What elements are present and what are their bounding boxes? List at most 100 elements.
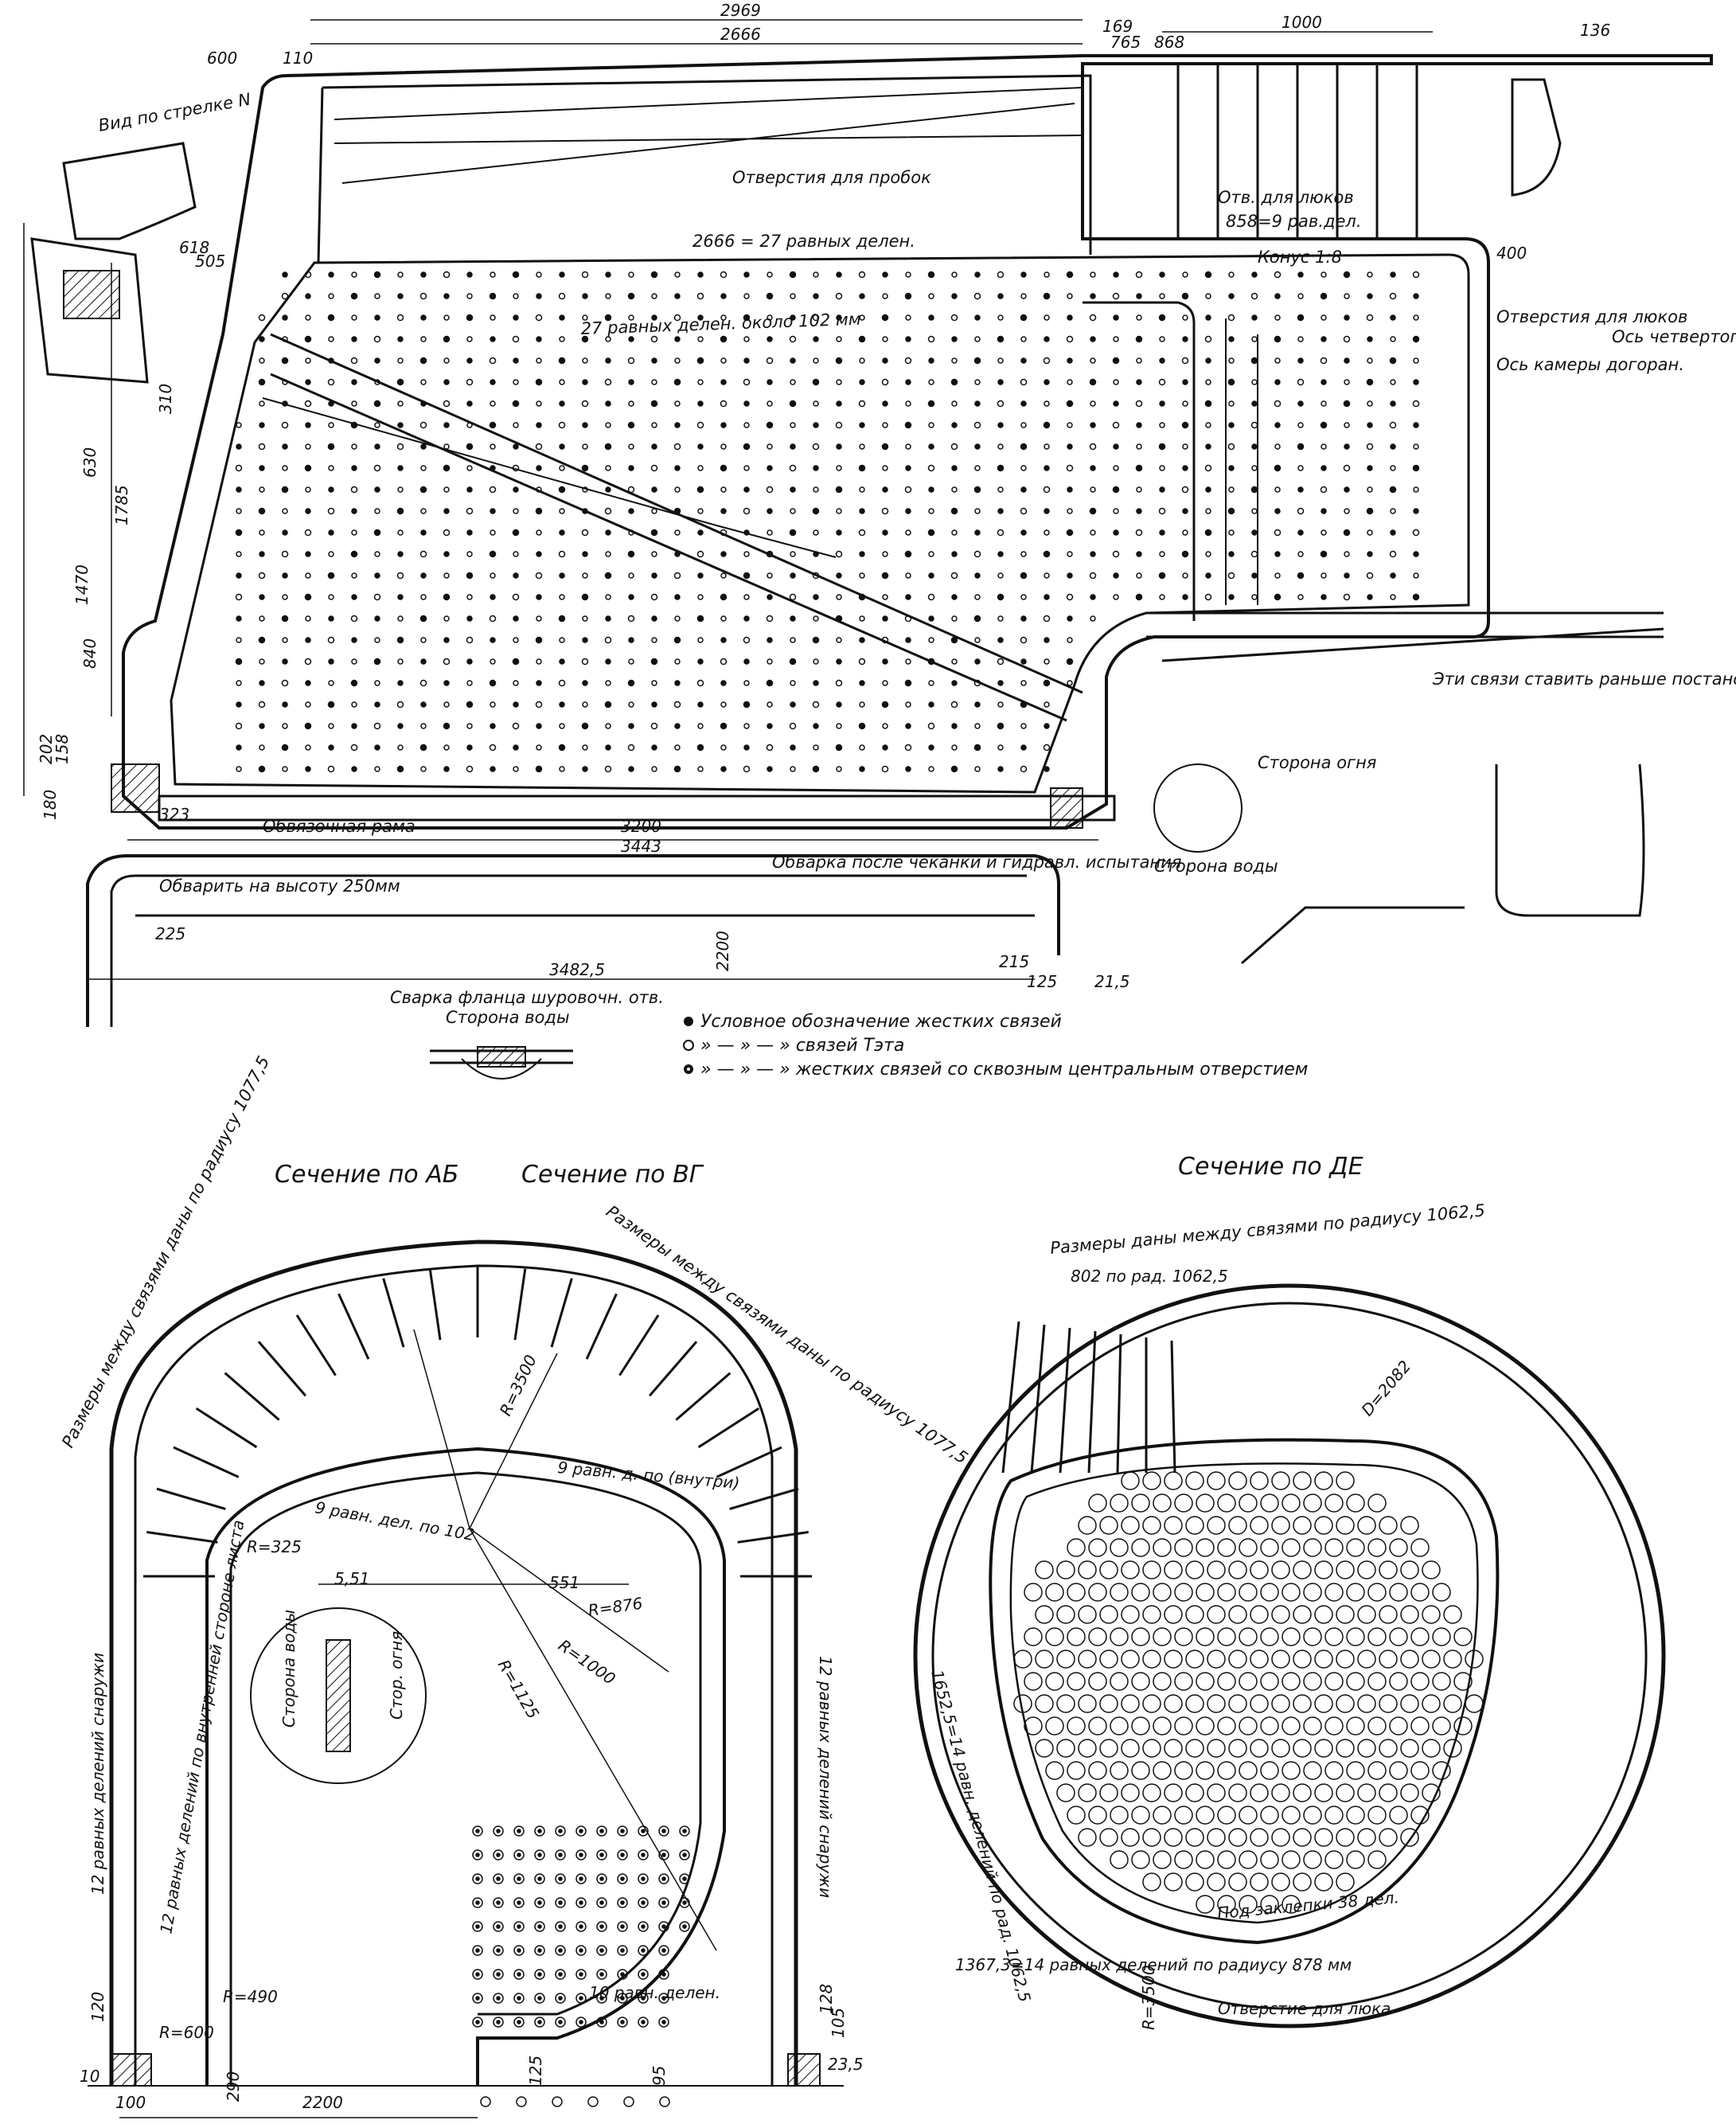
vg-label-r3500: R=3500	[496, 1352, 540, 1419]
section-ab-title: Сечение по АБ	[275, 1161, 458, 1189]
vg-label-551: 551	[549, 1573, 579, 1592]
ab-label-551: 5,51	[334, 1569, 370, 1588]
dim-2969: 2969	[720, 1, 761, 20]
de-label-manhole: Отверстие для люка	[1218, 1999, 1391, 2018]
legend-rigid-stays: Условное обозначение жестких связей	[700, 1012, 1062, 1032]
note-27-divisions: 2666 = 27 равных делен.	[692, 232, 915, 251]
note-manhole-openings: Отверстия для люков	[1496, 307, 1687, 326]
dim-bottom-105: 105	[829, 2008, 848, 2038]
legend-hollow-stays: » — » — » жестких связей со сквозным цен…	[700, 1060, 1308, 1080]
dim-323: 323	[159, 805, 189, 824]
vg-label-r1000: R=1000	[555, 1635, 619, 1688]
note-stays-install-order: Эти связи ставить раньше постановки связ…	[1432, 670, 1736, 689]
dim-3443: 3443	[621, 837, 661, 856]
dim-bottom-128: 128	[817, 1984, 836, 2014]
dim-630: 630	[80, 447, 99, 478]
dim-618: 618	[179, 238, 209, 257]
de-label-r3500: R=3500	[1139, 1965, 1158, 2030]
dim-169: 169	[1102, 17, 1133, 36]
dim-bottom-290: 290	[224, 2071, 243, 2102]
section-de: Сечение по ДЕ Размеры даны между связями…	[913, 1153, 1666, 2030]
ab-label-outer-divisions: 12 равных делений снаружи	[88, 1653, 107, 1895]
dim-600: 600	[207, 49, 237, 68]
dim-158: 158	[53, 734, 72, 764]
section-vg-title: Сечение по ВГ	[521, 1161, 704, 1189]
dim-3200: 3200	[621, 817, 661, 836]
stay-legend: Условное обозначение жестких связей » — …	[683, 1012, 1308, 1080]
ab-label-r325: R=325	[247, 1537, 302, 1556]
dim-400: 400	[1496, 244, 1527, 263]
note-cone: Конус 1:8	[1258, 248, 1342, 267]
section-ab-note: Размеры между связями даны по радиусу 10…	[58, 1053, 273, 1451]
dim-310: 310	[156, 384, 175, 414]
dim-1470: 1470	[72, 564, 92, 605]
note-27-divisions-102: 27 равных делен. около 102 мм	[580, 310, 861, 338]
section-de-note: Размеры даны между связями по радиусу 10…	[1049, 1201, 1485, 1258]
dim-110: 110	[283, 49, 313, 68]
section-ab-vg: Сечение по АБ Сечение по ВГ Размеры межд…	[58, 1053, 971, 2118]
dim-bottom-120: 120	[88, 1992, 107, 2022]
dim-180: 180	[41, 790, 60, 820]
ab-label-9-divisions: 9 равн. дел. по 102	[314, 1497, 476, 1544]
top-radial-stays	[1001, 1321, 1176, 1474]
dim-765: 765	[1110, 33, 1141, 52]
view-n-detail	[30, 142, 197, 384]
de-label-1367: 1367,3=14 равных делений по радиусу 878 …	[955, 1955, 1352, 1974]
ab-label-fire-side: Стор. огня	[387, 1631, 406, 1720]
dim-215: 215	[999, 952, 1029, 971]
note-view-arrow-n: Вид по стрелке N	[97, 90, 252, 135]
radial-stays	[143, 1266, 812, 1578]
dim-225: 225	[155, 924, 185, 943]
dim-bottom-125: 125	[526, 2056, 545, 2086]
ab-label-inner-divisions: 12 равных делений по внутренней стороне …	[156, 1518, 248, 1935]
de-label-d2082: D=2082	[1357, 1357, 1414, 1419]
dim-840: 840	[80, 638, 99, 669]
note-manhole-holes: Отв. для люков	[1218, 188, 1354, 207]
dim-125: 125	[1027, 972, 1057, 991]
de-label-1652-left: 1652,5=14 равн. делений по рад. 1062,5	[927, 1668, 1035, 2004]
de-label-rivets: Под заклепки 38 дел.	[1216, 1888, 1399, 1923]
ab-label-r600: R=600	[159, 2023, 214, 2042]
section-de-title: Сечение по ДЕ	[1178, 1153, 1363, 1181]
left-dimension-labels: 1470 630 310 1785 840 618 505 202 158 18…	[37, 238, 225, 943]
dim-3482-5: 3482,5	[549, 960, 605, 979]
note-foundation-ring: Обвязочная рама	[263, 817, 415, 836]
dimension-lines	[23, 19, 1433, 980]
dim-bottom-95: 95	[650, 2066, 669, 2086]
dim-bottom-2200: 2200	[302, 2093, 343, 2112]
bottom-stays	[472, 1825, 690, 2107]
section-vg-note: Размеры между связями даны по радиусу 10…	[603, 1201, 971, 1467]
dim-136: 136	[1580, 21, 1610, 40]
note-chamber-axis: Ось камеры догоран.	[1496, 355, 1684, 374]
note-fire-side: Сторона огня	[1258, 753, 1376, 772]
note-weld-after-caulking: Обварка после чеканки и гидравл. испытан…	[772, 853, 1182, 872]
dim-bottom-10: 10	[80, 2067, 99, 2086]
dim-2200: 2200	[713, 931, 732, 971]
dim-1785: 1785	[112, 485, 131, 525]
note-weld-height-left: Обварить на высоту 250мм	[159, 877, 400, 896]
top-drawing-notes: Отверстия для пробок 2666 = 27 равных де…	[97, 90, 1736, 1027]
vg-label-r1125: R=1125	[494, 1657, 544, 1723]
dim-2666: 2666	[720, 25, 761, 44]
flue-tubes	[1013, 1471, 1484, 1914]
note-fourth-drum-axis: Ось четвертого барабана	[1612, 327, 1736, 346]
vg-label-r876: R=876	[587, 1594, 643, 1620]
dim-21-5: 21,5	[1094, 972, 1130, 991]
dim-868: 868	[1154, 33, 1184, 52]
dim-202: 202	[37, 734, 56, 764]
note-water-side: Сторона воды	[1154, 857, 1278, 876]
weld-detail	[430, 1046, 573, 1080]
dim-bottom-100: 100	[115, 2093, 146, 2112]
dim-1000: 1000	[1282, 13, 1322, 32]
ab-label-r490: R=490	[223, 1987, 278, 2006]
dim-505: 505	[195, 252, 225, 271]
vg-label-10-divisions: 10 равн. делен.	[589, 1983, 720, 2002]
ab-label-water-side: Сторона воды	[279, 1610, 298, 1728]
de-label-802: 802 по рад. 1062,5	[1071, 1267, 1228, 1286]
top-dimension-labels: 2969 2666 1000 600 110 868 765 169 136 4…	[207, 1, 1610, 991]
note-858-divisions: 858=9 рав.дел.	[1226, 212, 1362, 231]
bottom-dimension-labels: 2200 100 10 290 120 125 23,5 105 128 95	[80, 1984, 864, 2112]
stay-bolts-grid	[235, 271, 1420, 773]
legend-theta-stays: » — » — » связей Тэта	[700, 1036, 904, 1056]
